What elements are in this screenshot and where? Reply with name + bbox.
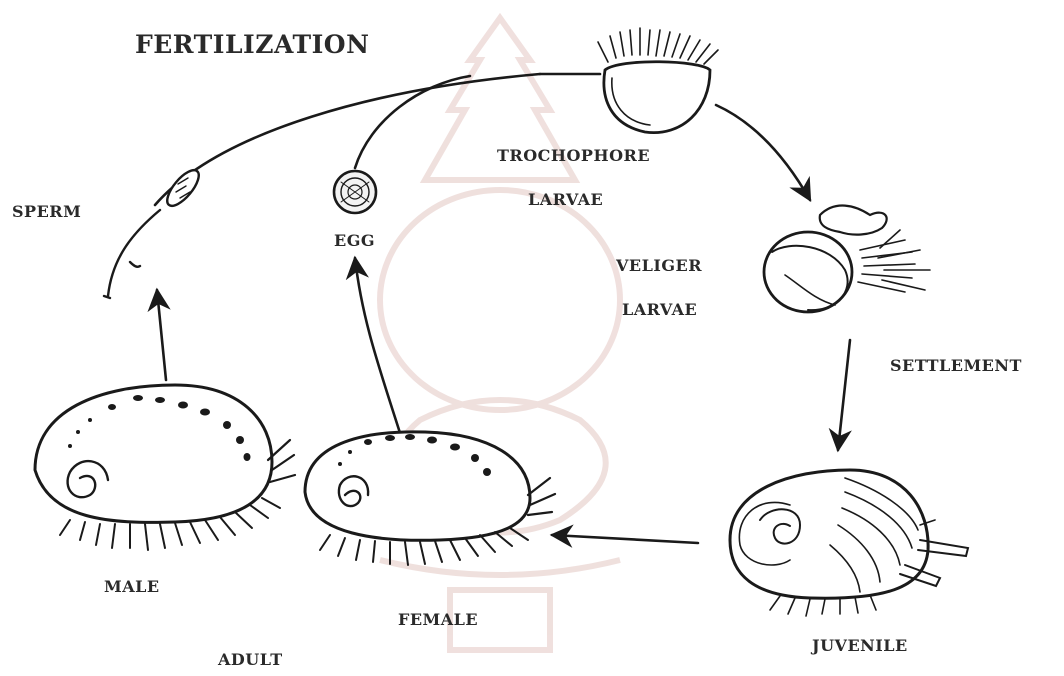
watermark-seal xyxy=(380,18,620,650)
veliger-larva-illustration xyxy=(764,206,930,312)
juvenile-label: JUVENILE xyxy=(812,636,908,655)
female-adult-illustration xyxy=(305,432,555,565)
settlement-label: SETTLEMENT xyxy=(890,356,1022,375)
veliger-larvae-label: LARVAE xyxy=(622,300,697,319)
egg-to-fertilization-curve xyxy=(355,76,470,168)
trochophore-larva-illustration xyxy=(598,28,718,133)
diagram-title: FERTILIZATION xyxy=(135,30,369,59)
trochophore-label: TROCHOPHORE xyxy=(497,146,650,165)
sperm-illustration xyxy=(104,165,204,298)
sperm-label: SPERM xyxy=(12,202,81,221)
male-to-sperm-arrow xyxy=(157,290,166,380)
juvenile-illustration xyxy=(730,470,968,616)
adult-label: ADULT xyxy=(218,650,283,669)
female-label: FEMALE xyxy=(398,610,478,629)
veliger-to-juvenile-arrow xyxy=(838,340,850,450)
male-label: MALE xyxy=(104,577,160,596)
veliger-label: VELIGER xyxy=(616,256,702,275)
egg-illustration xyxy=(334,171,376,213)
juvenile-to-adult-arrow xyxy=(552,535,698,543)
male-adult-illustration xyxy=(35,385,295,550)
trochophore-larvae-label: LARVAE xyxy=(528,190,603,209)
egg-label: EGG xyxy=(334,231,375,250)
trochophore-to-veliger-arrow xyxy=(716,105,810,200)
